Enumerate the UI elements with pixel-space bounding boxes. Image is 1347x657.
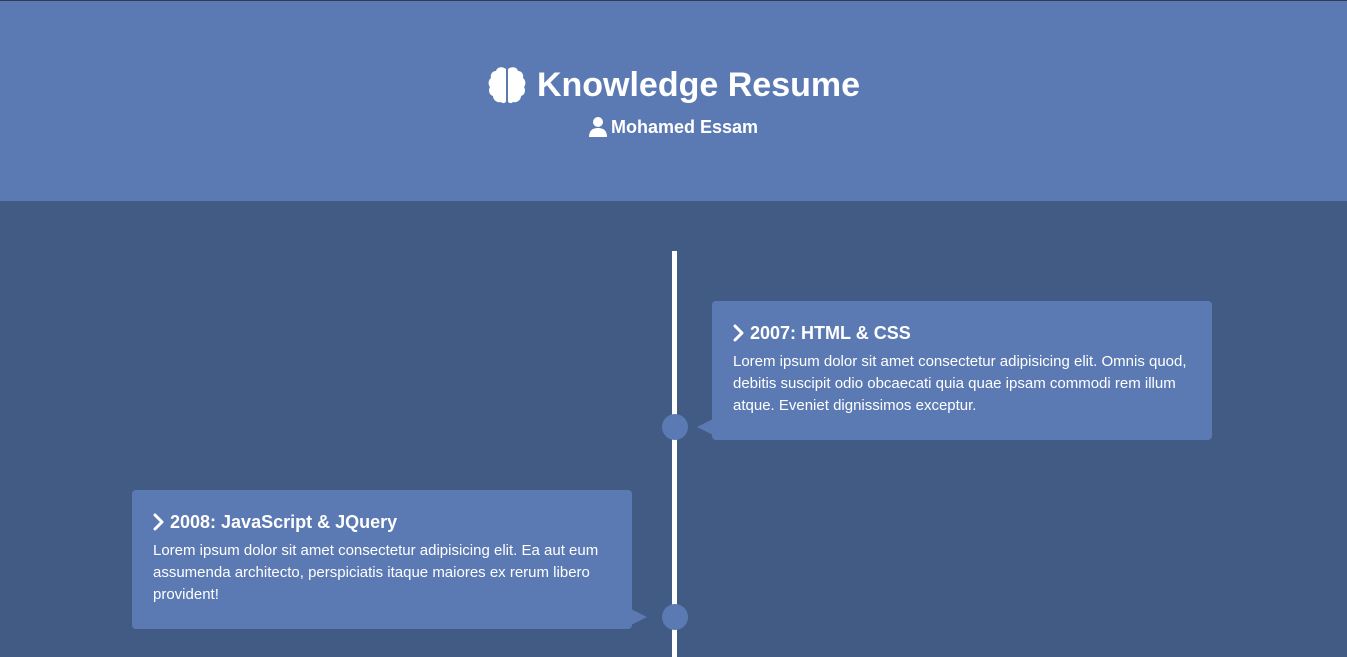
card-pointer	[631, 609, 647, 625]
user-icon	[588, 117, 607, 137]
top-border	[0, 0, 1347, 1]
page-title: Knowledge Resume	[536, 66, 861, 104]
card-title-row: 2007: HTML & CSS	[733, 321, 1192, 345]
title-row: Knowledge Resume	[0, 65, 1347, 105]
chevron-right-icon	[733, 324, 745, 342]
timeline-axis	[672, 251, 677, 657]
card-title-row: 2008: JavaScript & JQuery	[153, 510, 612, 534]
card-pointer	[697, 419, 713, 435]
timeline: 2007: HTML & CSS Lorem ipsum dolor sit a…	[0, 201, 1347, 657]
timeline-dot	[662, 604, 688, 630]
card-title: 2008: JavaScript & JQuery	[170, 512, 398, 532]
card-text: Lorem ipsum dolor sit amet consectetur a…	[733, 353, 1187, 414]
brain-icon	[487, 66, 527, 104]
author-row: Mohamed Essam	[0, 116, 1347, 138]
timeline-card: 2008: JavaScript & JQuery Lorem ipsum do…	[132, 490, 632, 629]
card-title: 2007: HTML & CSS	[750, 323, 911, 343]
timeline-dot	[662, 414, 688, 440]
chevron-right-icon	[153, 513, 165, 531]
timeline-card: 2007: HTML & CSS Lorem ipsum dolor sit a…	[712, 301, 1212, 440]
author-name: Mohamed Essam	[610, 117, 759, 137]
card-text: Lorem ipsum dolor sit amet consectetur a…	[153, 542, 599, 603]
page-header: Knowledge Resume Mohamed Essam	[0, 1, 1347, 201]
